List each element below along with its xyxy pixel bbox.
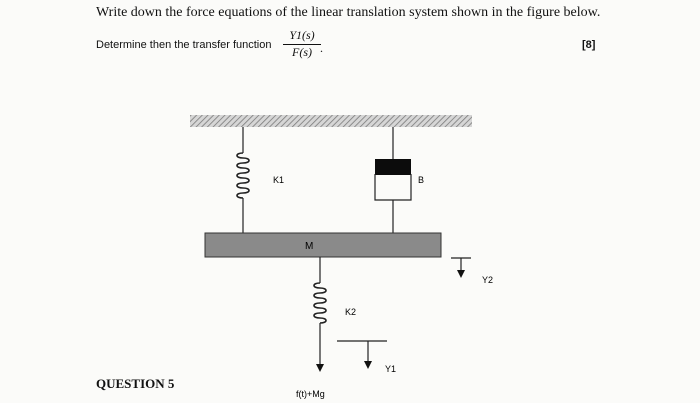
instruction-text: Write down the force equations of the li… xyxy=(96,5,601,20)
spring-k1-label: K1 xyxy=(273,175,284,185)
mass-label: M xyxy=(305,241,313,252)
force-label: f(t)+Mg xyxy=(296,389,325,399)
tf-period: . xyxy=(320,41,323,55)
transfer-function-fraction: Y1(s) F(s) xyxy=(283,28,321,60)
fraction-bar xyxy=(283,44,321,45)
displacement-y1-indicator xyxy=(337,340,387,369)
spring-k2 xyxy=(313,257,327,337)
determine-text: Determine then the transfer function xyxy=(96,39,272,51)
spring-k2-label: K2 xyxy=(345,307,356,317)
fixed-ground xyxy=(190,115,472,127)
spring-k1 xyxy=(236,127,250,233)
displacement-y1-label: Y1 xyxy=(385,364,396,374)
mass-block xyxy=(204,232,442,258)
question-number: QUESTION 5 xyxy=(96,376,175,391)
displacement-y2-indicator xyxy=(451,257,471,278)
damper-b xyxy=(374,127,412,233)
tf-numerator: Y1(s) xyxy=(289,28,315,42)
tf-denominator: F(s) xyxy=(292,45,312,59)
marks-label: [8] xyxy=(582,39,596,51)
displacement-y2-label: Y2 xyxy=(482,275,493,285)
damper-b-label: B xyxy=(418,175,424,185)
